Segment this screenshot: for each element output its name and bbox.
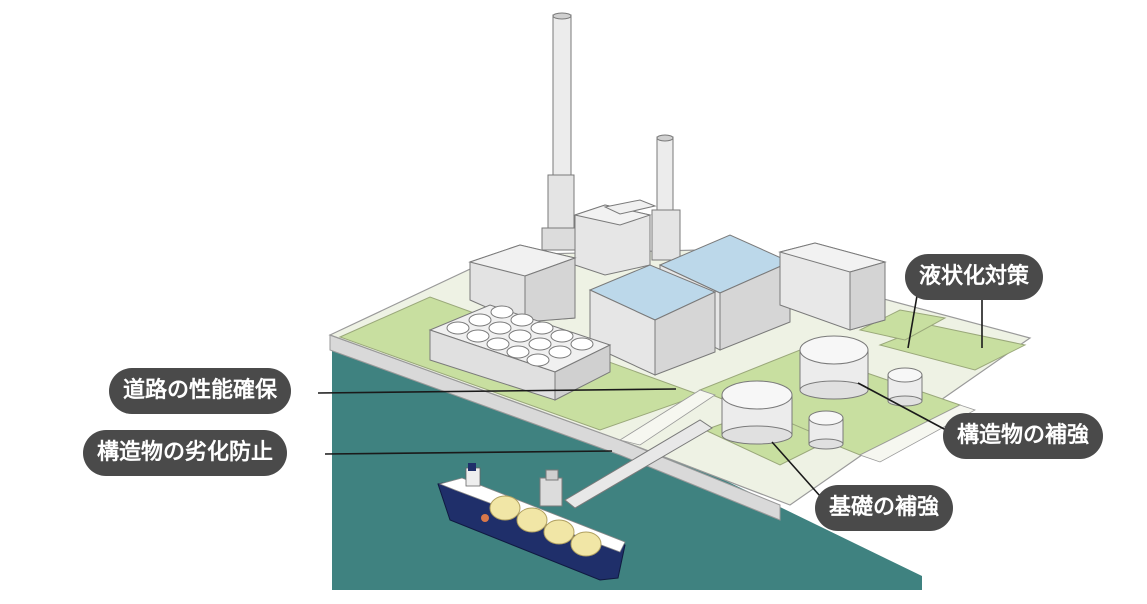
label-liquefaction-countermeasure: 液状化対策 (905, 254, 1044, 300)
chimney-short (651, 134, 681, 261)
lng-tank-small-right (887, 367, 923, 407)
deterioration-callout-line (324, 450, 613, 455)
lng-ship (437, 463, 626, 581)
building-back (573, 199, 657, 276)
lng-tank-large-front (721, 380, 793, 445)
label-road-performance: 道路の性能確保 (109, 368, 292, 414)
liquefaction-callout-line-1 (907, 289, 919, 349)
cooling-units (428, 304, 612, 401)
building-left (468, 244, 577, 323)
lng-tank-small-front (808, 410, 844, 450)
lng-tank-large-rear (799, 335, 869, 400)
structure-callout-line (857, 382, 947, 431)
boiler-building (588, 264, 717, 376)
loading-arm (539, 469, 563, 507)
road (618, 389, 716, 446)
road-right (858, 404, 976, 463)
building-right (778, 242, 887, 331)
label-foundation-reinforcement: 基礎の補強 (815, 485, 954, 531)
pier (564, 419, 713, 509)
green-area-top-right (858, 309, 947, 341)
label-deterioration-prevention: 構造物の劣化防止 (83, 430, 288, 476)
label-structure-reinforcement: 構造物の補強 (943, 413, 1104, 459)
chimney-tall (541, 12, 579, 251)
callout-lines (317, 289, 983, 506)
road-callout-line (317, 388, 677, 394)
